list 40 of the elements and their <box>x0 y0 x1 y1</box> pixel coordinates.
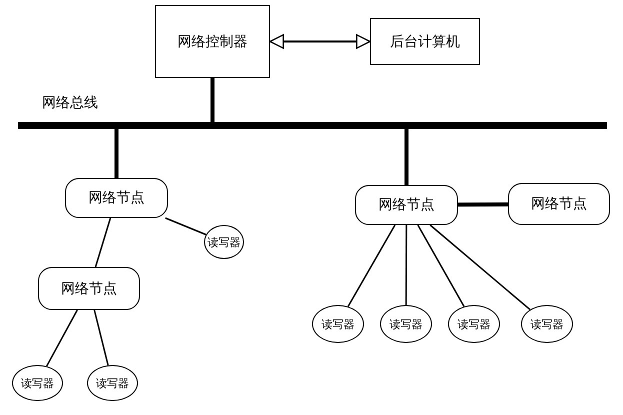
node-label: 读写器 <box>530 316 564 332</box>
reader-ellipse <box>87 365 138 401</box>
process-box <box>370 18 480 65</box>
reader-ellipse <box>12 365 63 401</box>
node-box <box>508 183 610 225</box>
node-box <box>65 178 168 218</box>
connector-line <box>94 218 112 268</box>
reader-ellipse <box>380 305 432 343</box>
node-label: 网络控制器 <box>178 32 248 50</box>
reader-ellipse <box>448 305 500 343</box>
node-box <box>38 267 140 310</box>
connector-line <box>404 129 408 185</box>
node-label: 读写器 <box>458 316 490 332</box>
node-label: 后台计算机 <box>390 32 460 50</box>
connector-line <box>46 310 78 367</box>
node-label: 网络节点 <box>88 189 144 207</box>
connector-line <box>114 129 118 178</box>
node-label: 读写器 <box>21 376 54 390</box>
reader-ellipse <box>521 305 573 343</box>
node-label: 网络节点 <box>378 196 434 214</box>
connector-line <box>405 225 408 305</box>
arrow <box>269 34 371 49</box>
node-label: 网络节点 <box>531 195 587 213</box>
bus-label: 网络总线 <box>42 94 98 112</box>
node-label: 读写器 <box>96 376 129 390</box>
node-box <box>355 185 458 225</box>
node-label: 网络节点 <box>61 280 117 298</box>
connector-line <box>417 224 465 307</box>
process-box <box>155 5 270 78</box>
connector-line <box>94 310 109 366</box>
connector-line <box>210 78 214 122</box>
connector-line <box>430 224 530 310</box>
reader-ellipse <box>312 305 364 343</box>
connector-line <box>458 202 508 207</box>
node-label: 读写器 <box>322 316 354 332</box>
connector-line <box>347 224 396 307</box>
node-label: 读写器 <box>390 316 422 332</box>
reader-ellipse <box>204 225 244 259</box>
node-label: 读写器 <box>208 234 240 250</box>
connector-line <box>165 217 206 236</box>
